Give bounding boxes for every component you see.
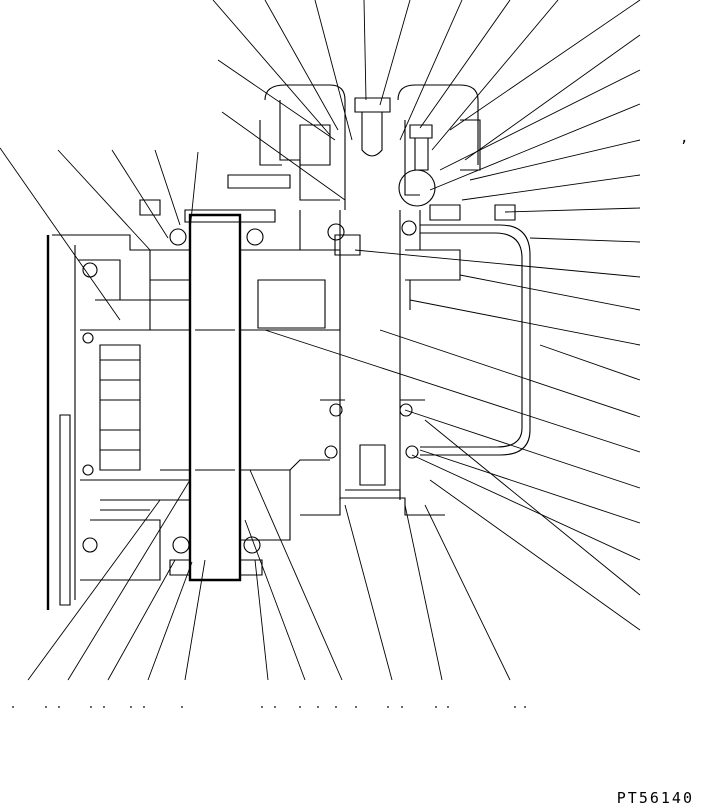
upper-case (228, 85, 480, 500)
callout-tick-row (12, 706, 526, 708)
leader-lines-bottom (28, 470, 510, 680)
corner-mark: , (680, 130, 689, 146)
main-shaft (140, 200, 275, 580)
oil-tube (405, 205, 530, 455)
leader-lines-top (213, 0, 558, 200)
part-code-label: PT56140 (616, 789, 694, 807)
gear-stack (150, 250, 445, 540)
leader-lines-left (0, 148, 198, 320)
leader-lines-right (265, 0, 640, 630)
left-housing (48, 235, 190, 610)
